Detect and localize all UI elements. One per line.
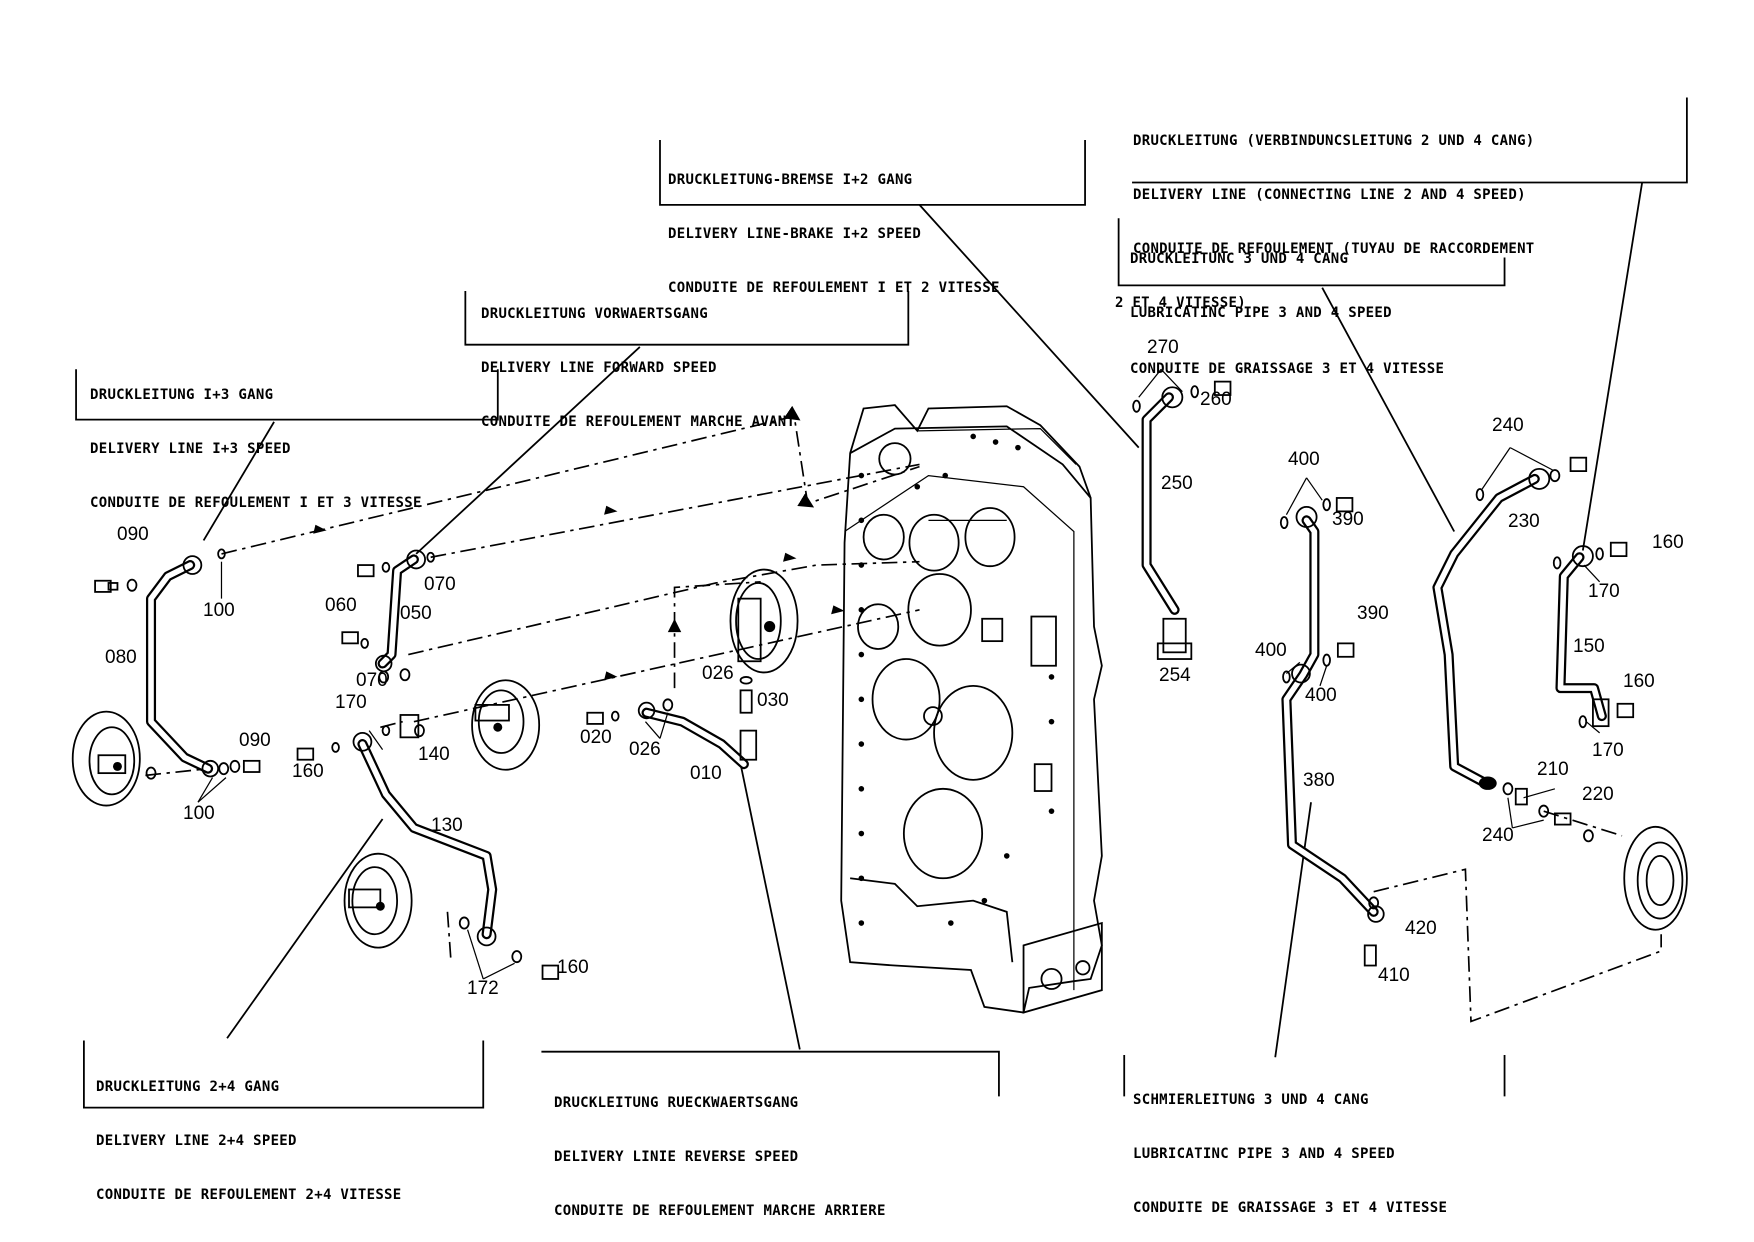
label-line: DELIVERY LINE I+3 SPEED	[90, 441, 291, 457]
part-number: 230	[1508, 511, 1540, 532]
part-number: 240	[1482, 825, 1514, 846]
label-line: CONDUITE DE REFOULEMENT MARCHE AVANT	[481, 414, 796, 430]
part-number: 400	[1255, 640, 1287, 661]
part-number: 050	[400, 603, 432, 624]
label-line: DRUCKLEITUNG 2+4 GANG	[96, 1079, 280, 1095]
label-line: DELIVERY LINE 2+4 SPEED	[96, 1133, 297, 1149]
part-number: 260	[1200, 389, 1232, 410]
label-delivery-line-2-4: DRUCKLEITUNG 2+4 GANG DELIVERY LINE 2+4 …	[96, 1042, 402, 1222]
part-number: 390	[1357, 603, 1389, 624]
part-number: 100	[183, 803, 215, 824]
label-line: CONDUITE DE REFOULEMENT MARCHE ARRIERE	[554, 1203, 886, 1219]
label-line: LUBRICATINC PIPE 3 AND 4 SPEED	[1133, 1146, 1395, 1162]
part-number: 030	[757, 690, 789, 711]
part-number: 070	[424, 574, 456, 595]
label-line: DRUCKLEITUNG-BREMSE I+2 GANG	[668, 172, 913, 188]
label-delivery-line-1-3: DRUCKLEITUNG I+3 GANG DELIVERY LINE I+3 …	[90, 350, 422, 530]
label-delivery-line-reverse: DRUCKLEITUNG RUECKWAERTSGANG DELIVERY LI…	[554, 1058, 886, 1238]
part-number: 090	[117, 524, 149, 545]
part-number: 020	[580, 727, 612, 748]
part-number: 140	[418, 744, 450, 765]
label-lubricating-pipe-bottom: SCHMIERLEITUNG 3 UND 4 CANG LUBRICATINC …	[1133, 1055, 1447, 1235]
label-line: DELIVERY LINE (CONNECTING LINE 2 AND 4 S…	[1133, 187, 1526, 203]
part-number: 130	[431, 815, 463, 836]
pipe-050	[374, 549, 426, 673]
part-number: 090	[239, 730, 271, 751]
label-frames	[75, 97, 1688, 1109]
pipe-130	[352, 731, 498, 947]
pipe-connecting	[1432, 467, 1551, 790]
part-number: 172	[467, 978, 499, 999]
part-number: 400	[1288, 449, 1320, 470]
part-number: 026	[702, 663, 734, 684]
pipe-150	[1555, 545, 1610, 728]
label-line: CONDUITE DE GRAISSAGE 3 ET 4 VITESSE	[1133, 1200, 1448, 1216]
piston-cover-mid	[471, 679, 541, 771]
part-number: 170	[1588, 581, 1620, 602]
label-line: DELIVERY LINIE REVERSE SPEED	[554, 1149, 799, 1165]
part-number: 270	[1147, 337, 1179, 358]
part-number: 026	[629, 739, 661, 760]
part-number: 254	[1159, 665, 1191, 686]
piston-cover-lower	[343, 852, 413, 949]
label-lubricating-pipe-top: DRUCKLEITUNC 3 UND 4 CANG LUBRICATINC PI…	[1130, 214, 1444, 396]
part-number: 400	[1305, 685, 1337, 706]
label-line: DRUCKLEITUNG VORWAERTSGANG	[481, 306, 708, 322]
part-number: 170	[1592, 740, 1624, 761]
part-number: 390	[1332, 509, 1364, 530]
part-number: 060	[325, 595, 357, 616]
part-number: 150	[1573, 636, 1605, 657]
pipe-380	[1281, 506, 1385, 923]
part-number: 160	[1623, 671, 1655, 692]
label-line: LUBRICATINC PIPE 3 AND 4 SPEED	[1130, 305, 1392, 321]
part-number: 220	[1582, 784, 1614, 805]
label-line: 2 ET 4 VITESSE)	[1115, 295, 1246, 311]
callout-ticks	[197, 368, 1601, 980]
pipe-250	[1141, 386, 1193, 660]
label-delivery-line-forward: DRUCKLEITUNG VORWAERTSGANG DELIVERY LINE…	[481, 269, 795, 449]
part-number: 160	[557, 957, 589, 978]
pipe-080	[145, 555, 220, 778]
part-number: 100	[203, 600, 235, 621]
piston-cover-left	[71, 710, 141, 807]
part-number: 070	[356, 670, 388, 691]
label-delivery-line-brake: DRUCKLEITUNG-BREMSE I+2 GANG DELIVERY LI…	[668, 135, 1000, 315]
part-number: 010	[690, 763, 722, 784]
label-line: CONDUITE DE REFOULEMENT I ET 3 VITESSE	[90, 495, 422, 511]
label-line: CONDUITE DE GRAISSAGE 3 ET 4 VITESSE	[1130, 361, 1445, 377]
part-number: 410	[1378, 965, 1410, 986]
label-line: DRUCKLEITUNG RUECKWAERTSGANG	[554, 1095, 799, 1111]
label-line: CONDUITE DE REFOULEMENT 2+4 VITESSE	[96, 1187, 402, 1203]
label-line: SCHMIERLEITUNG 3 UND 4 CANG	[1133, 1092, 1369, 1108]
part-number: 380	[1303, 770, 1335, 791]
label-line: DRUCKLEITUNG I+3 GANG	[90, 387, 274, 403]
part-number: 210	[1537, 759, 1569, 780]
pipe-010	[637, 701, 758, 770]
part-number: 240	[1492, 415, 1524, 436]
leader-lines	[202, 182, 1644, 1058]
label-line: DRUCKLEITUNG (VERBINDUNCSLEITUNG 2 UND 4…	[1133, 133, 1535, 149]
label-line: DELIVERY LINE-BRAKE I+2 SPEED	[668, 226, 922, 242]
part-number: 160	[292, 761, 324, 782]
label-line: CONDUITE DE REFOULEMENT (TUYAU DE RACCOR…	[1133, 241, 1535, 257]
label-line: DRUCKLEITUNC 3 UND 4 CANG	[1130, 251, 1349, 267]
piston-cover-center	[729, 568, 799, 674]
routing-lines	[145, 405, 1662, 1023]
label-line: DELIVERY LINE FORWARD SPEED	[481, 360, 717, 376]
gearbox-housing	[840, 404, 1103, 1014]
part-number: 420	[1405, 918, 1437, 939]
part-number: 160	[1652, 532, 1684, 553]
part-number: 250	[1161, 473, 1193, 494]
part-number: 170	[335, 692, 367, 713]
part-number: 080	[105, 647, 137, 668]
label-line: CONDUITE DE REFOULEMENT I ET 2 VITESSE	[668, 280, 1000, 296]
label-connecting-line: DRUCKLEITUNG (VERBINDUNCSLEITUNG 2 UND 4…	[1115, 96, 1535, 330]
small-parts	[94, 380, 1635, 980]
piston-cover-right	[1623, 825, 1688, 931]
